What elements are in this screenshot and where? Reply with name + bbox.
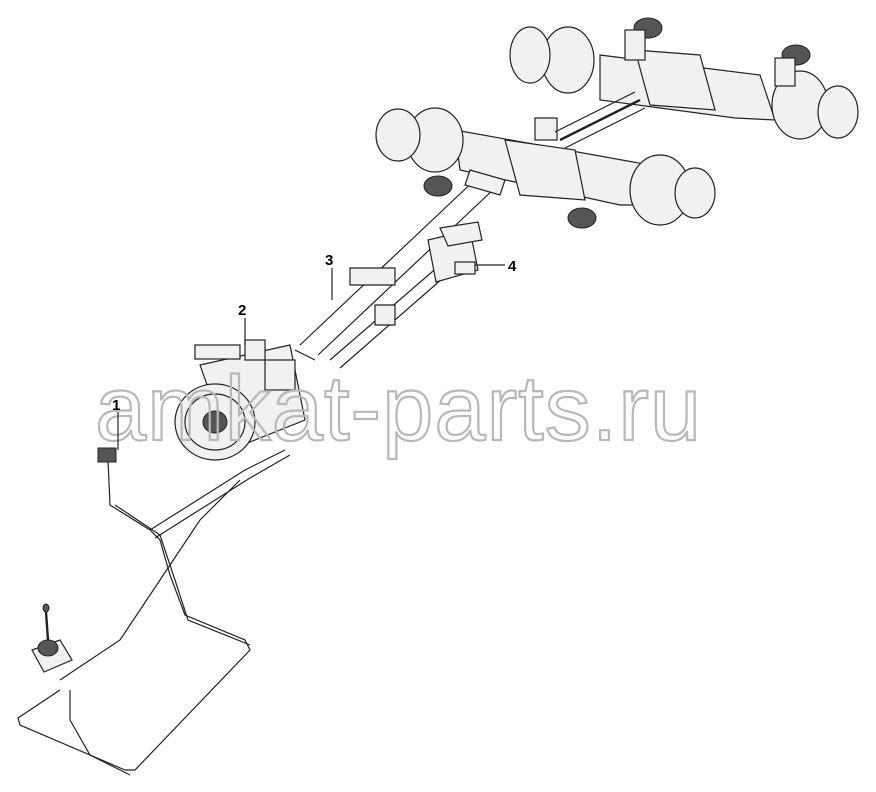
callout-1: 1: [112, 397, 120, 414]
middle-axle: [375, 107, 716, 229]
interaxle-shaft: [559, 98, 641, 142]
callout-2: 2: [238, 302, 246, 319]
sensor-1: [97, 447, 117, 463]
callout-4: 4: [508, 258, 517, 275]
propeller-shaft: [294, 169, 506, 361]
gearbox: [174, 339, 306, 461]
rear-axle: [509, 17, 859, 140]
watermark-text: amkat-parts.ru: [95, 358, 702, 460]
shift-lever: [31, 603, 73, 673]
transfer-unit: [329, 221, 483, 369]
control-cables: [17, 449, 291, 776]
callout-3: 3: [325, 252, 333, 269]
